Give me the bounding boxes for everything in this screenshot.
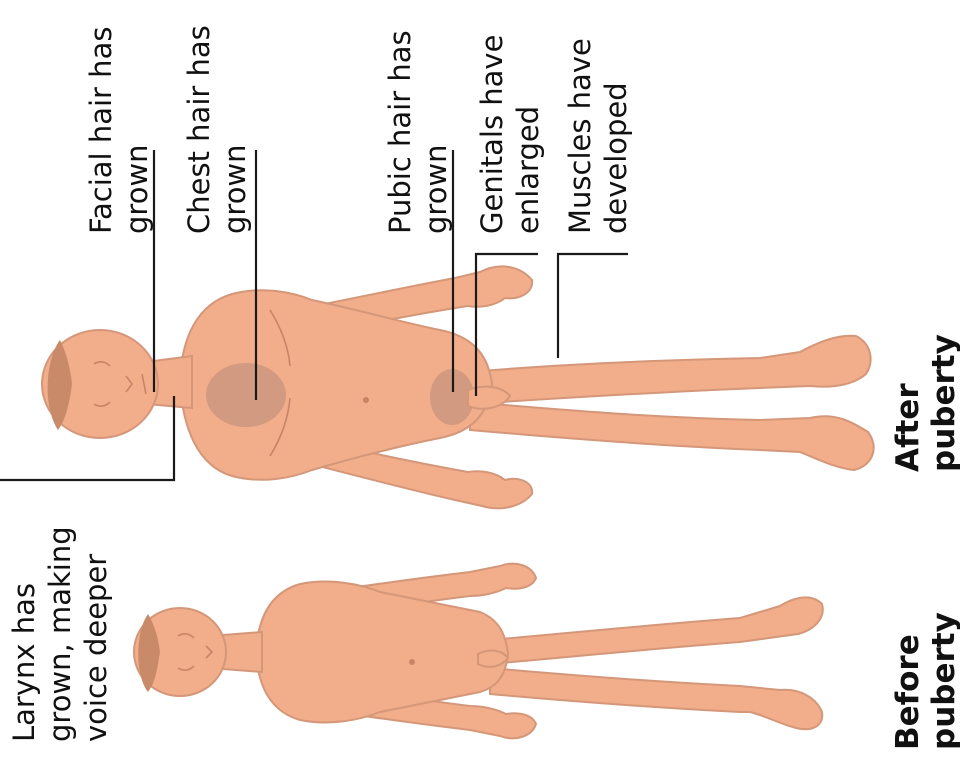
before-navel: [409, 659, 415, 665]
before-nose: [205, 645, 214, 659]
after-pubic-hair: [430, 369, 474, 425]
before-leg-upper: [489, 596, 824, 666]
after-nose: [125, 375, 133, 393]
before-eye-lower: [177, 665, 195, 671]
after-head: [41, 329, 159, 439]
after-pec-upper: [269, 309, 291, 367]
callout-labels: Facial hair has grown Chest hair has gro…: [7, 16, 633, 742]
after-mouth: [141, 373, 147, 395]
label-genitals: Genitals have enlarged: [475, 25, 545, 234]
after-leg-upper: [469, 334, 872, 406]
stage-captions: After puberty Before puberty: [890, 334, 960, 750]
after-chest-hair: [206, 363, 286, 427]
before-torso: [254, 580, 510, 724]
before-head: [133, 607, 227, 697]
before-eye-upper: [177, 633, 195, 639]
after-navel: [363, 397, 369, 403]
before-genitals: [477, 649, 510, 668]
before-leg-lower: [489, 666, 824, 731]
leader-muscles: [556, 252, 628, 358]
label-facial-hair: Facial hair has grown: [84, 17, 154, 234]
leader-larynx: [0, 396, 176, 482]
after-eye-lower: [93, 401, 111, 407]
caption-before-puberty: Before puberty: [890, 612, 960, 750]
leader-lines: [0, 150, 628, 482]
label-chest-hair: Chest hair has grown: [182, 16, 252, 234]
after-torso: [178, 289, 494, 481]
after-genitals: [467, 385, 512, 410]
after-eye-upper: [93, 361, 111, 367]
figure-after-puberty: [41, 265, 875, 510]
leader-genitals: [474, 252, 538, 396]
figure-before-puberty: [133, 562, 824, 740]
caption-after-puberty: After puberty: [890, 334, 960, 472]
after-pec-lower: [269, 397, 291, 457]
after-head-hair: [47, 340, 72, 430]
label-larynx: Larynx has grown, making voice deeper: [7, 517, 113, 742]
label-pubic-hair: Pubic hair has grown: [383, 21, 453, 234]
label-muscles: Muscles have developed: [563, 29, 633, 234]
after-leg-lower: [469, 400, 875, 472]
before-head-hair: [138, 614, 160, 692]
